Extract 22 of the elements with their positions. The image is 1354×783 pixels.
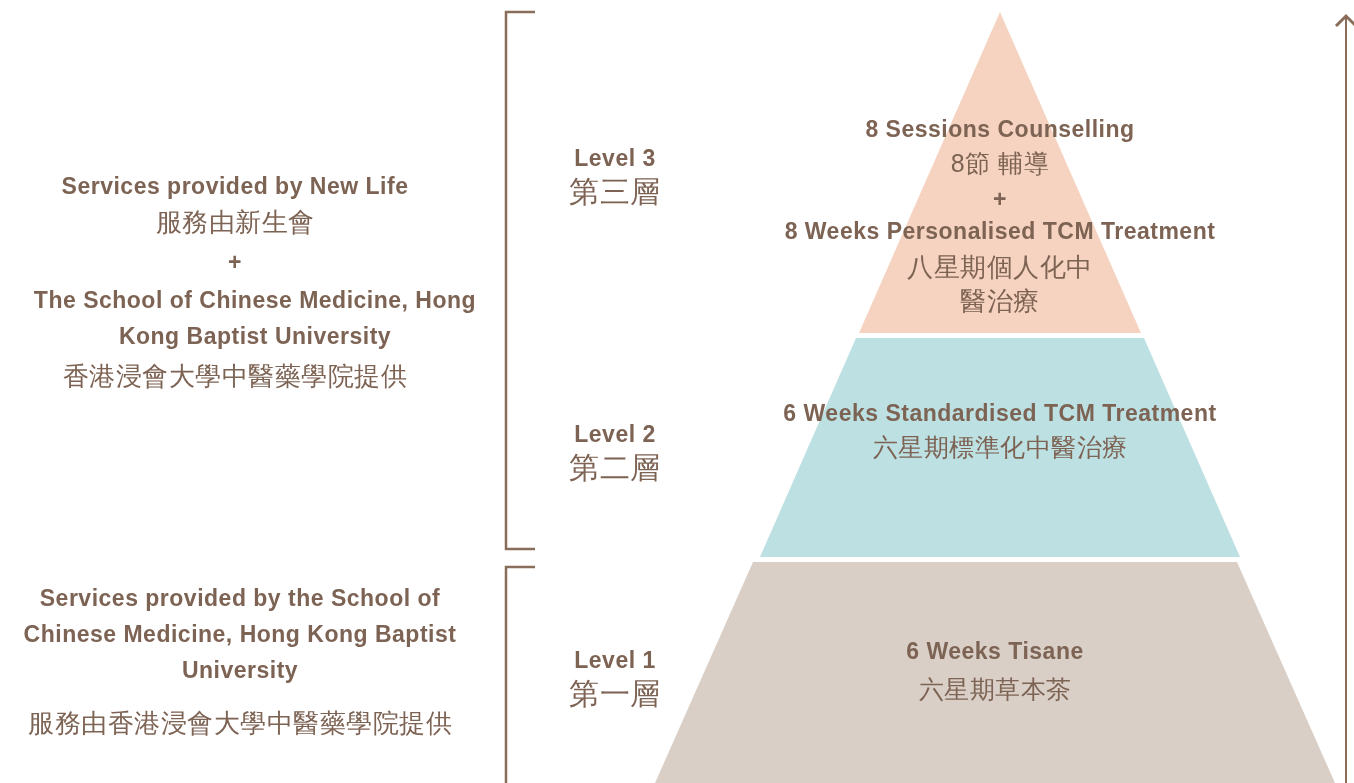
tier-text: 6 Weeks Standardised TCM Treatment xyxy=(782,399,1218,428)
level-label: 第二層 xyxy=(568,450,662,486)
tier-text: 6 Weeks Tisane xyxy=(905,637,1085,666)
level-label: 第三層 xyxy=(568,174,662,210)
plus-sign: + xyxy=(992,185,1008,214)
level-label: 第一層 xyxy=(568,676,662,712)
provider-text: Services provided by the School of Chinese Medicine, Hong Kong Baptist University xyxy=(22,584,458,685)
provider-text: Services provided by New Life xyxy=(60,172,410,201)
level-label: Level 1 xyxy=(573,646,657,675)
service-text: 8節 輔導 xyxy=(949,148,1051,178)
provider-text: 服務由新生會 xyxy=(154,206,316,239)
provider-text: 香港浸會大學中醫藥學院提供 xyxy=(61,360,409,393)
provider-text: 服務由香港浸會大學中醫藥學院提供 xyxy=(27,707,453,740)
service-text: 8 Sessions Counselling xyxy=(864,115,1136,144)
level-label: Level 2 xyxy=(573,420,657,449)
service-text: 8 Weeks Personalised TCM Treatment xyxy=(783,217,1217,246)
tier-text: 六星期標準化中醫治療 xyxy=(871,432,1129,462)
level-label: Level 3 xyxy=(573,144,657,173)
plus-sign: + xyxy=(227,248,243,277)
tier-text: 六星期草本茶 xyxy=(917,674,1073,704)
provider-text: The School of Chinese Medicine, Hong Kong Baptist University xyxy=(32,286,478,351)
service-text: 八星期個人化中醫治療 xyxy=(906,251,1094,318)
